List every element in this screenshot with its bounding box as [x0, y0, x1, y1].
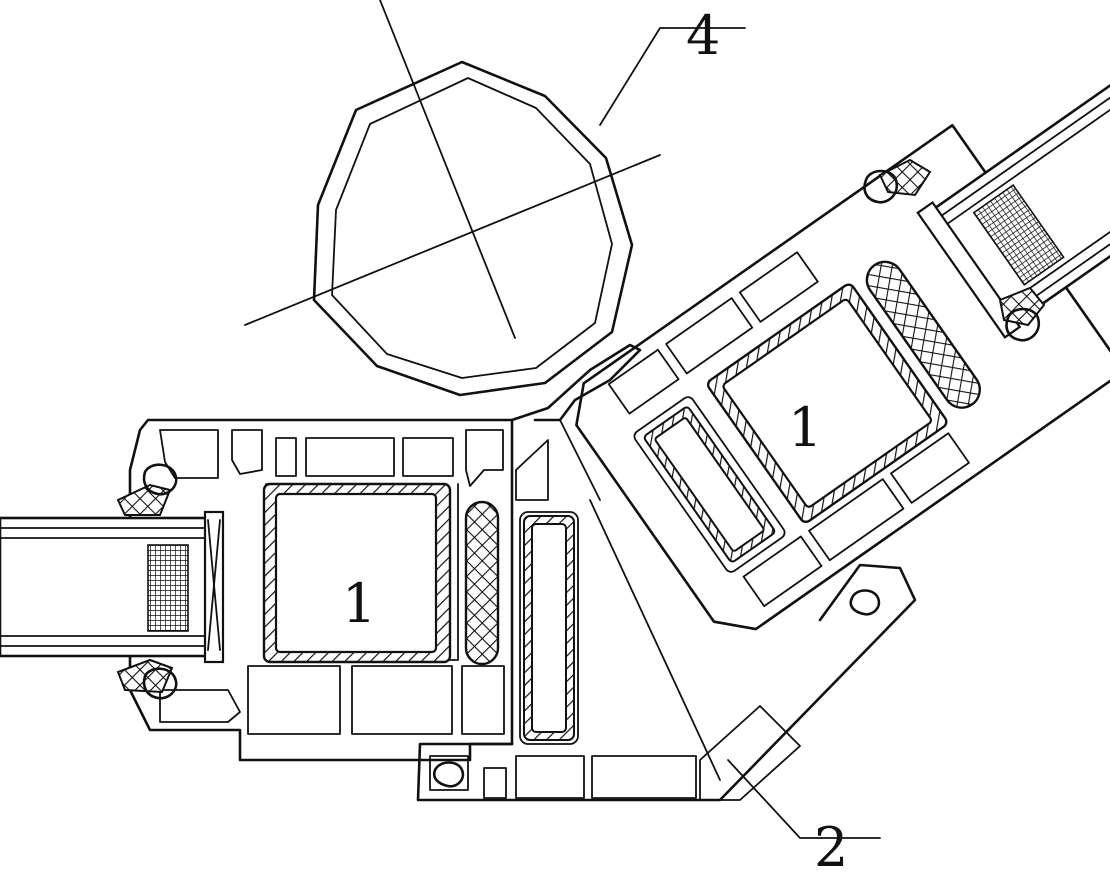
right-glazing-unit	[916, 80, 1110, 339]
right-glazing-seals	[863, 158, 1046, 342]
label-frame-profile: 2	[814, 816, 848, 872]
left-glazing-seals	[116, 463, 178, 700]
right-sash-profile	[575, 123, 1110, 631]
roller-axis-lines	[244, 0, 661, 339]
leader-line-4	[599, 27, 746, 126]
label-tube-left: 1	[342, 572, 376, 635]
roller-outline	[312, 60, 634, 397]
label-tube-right: 1	[788, 396, 822, 459]
tube-left	[262, 482, 452, 664]
left-glazing-unit	[0, 510, 225, 664]
label-roller: 4	[686, 4, 720, 67]
central-mullion-profile	[416, 343, 917, 802]
leader-line-2	[727, 759, 881, 839]
left-reinforcement-oval	[464, 500, 500, 666]
